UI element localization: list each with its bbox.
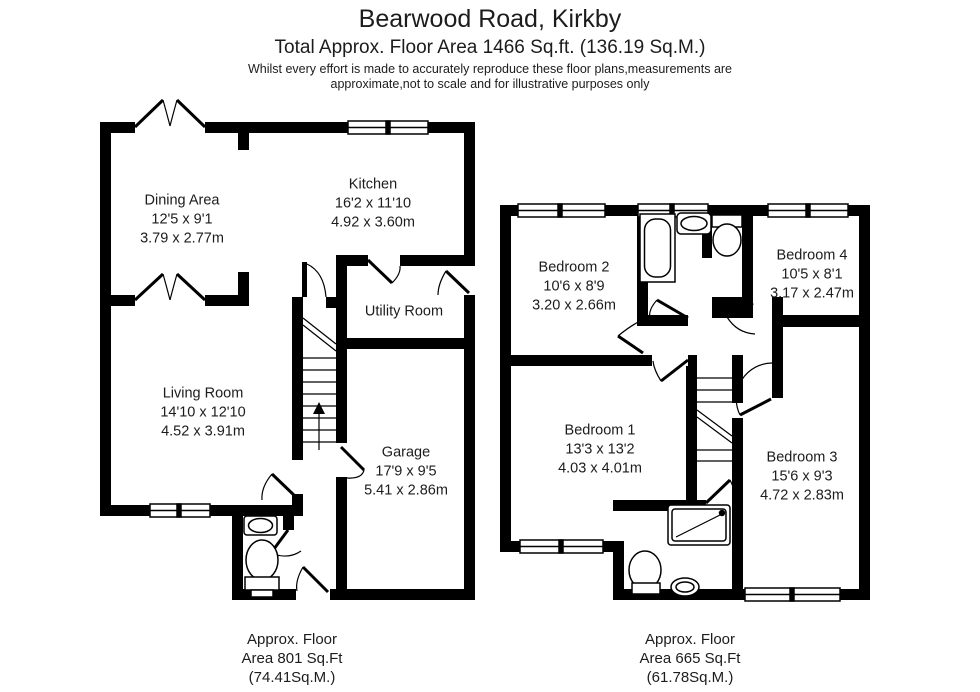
room-dims-m: 4.52 x 3.91m <box>161 423 245 440</box>
first-floor-walls <box>500 205 870 600</box>
room-name: Kitchen <box>348 176 398 193</box>
kitchen-utility-door-icon <box>366 258 401 285</box>
kitchen-window-icon <box>347 120 429 135</box>
bedroom1-door-icon <box>652 358 689 383</box>
ground-floor-caption: Approx. Floor Area 801 Sq.Ft (74.41Sq.M.… <box>242 630 343 687</box>
room-name: Bedroom 2 <box>538 259 610 276</box>
sink-icon <box>243 515 278 536</box>
room-name: Utility Room <box>364 303 444 320</box>
room-label-garage: Garage 17'9 x 9'5 5.41 x 2.86m <box>364 444 448 501</box>
stairs-up-arrow-icon <box>313 402 325 450</box>
sink-icon <box>670 577 700 597</box>
bedroom1-window-icon <box>519 539 604 554</box>
front-door-icon <box>296 565 330 594</box>
room-label-dining: Dining Area 12'5 x 9'1 3.79 x 2.77m <box>140 192 224 249</box>
room-dims-ft: 17'9 x 9'5 <box>375 463 437 480</box>
first-floor-doors <box>617 298 773 505</box>
room-label-bedroom4: Bedroom 4 10'5 x 8'1 3.17 x 2.47m <box>770 247 854 304</box>
bathtub-icon <box>639 213 676 283</box>
room-dims-ft: 13'3 x 13'2 <box>565 441 635 458</box>
room-name: Garage <box>381 444 431 461</box>
living-room-door-icon <box>261 472 299 501</box>
room-dims-ft: 10'5 x 8'1 <box>781 266 843 283</box>
bedroom2-window-icon <box>517 203 606 218</box>
toilet-icon <box>244 539 280 598</box>
room-label-utility: Utility Room <box>365 303 443 322</box>
caption-line: Approx. Floor <box>246 631 338 648</box>
french-doors-icon <box>133 272 207 302</box>
room-label-bedroom2: Bedroom 2 10'6 x 8'9 3.20 x 2.66m <box>532 259 616 316</box>
bathroom-door-icon <box>649 298 689 320</box>
room-label-kitchen: Kitchen 16'2 x 11'10 4.92 x 3.60m <box>331 176 415 233</box>
stairs-icon <box>302 317 337 450</box>
caption-line: Area 801 Sq.Ft <box>241 650 343 667</box>
ground-floor-windows <box>149 120 429 518</box>
room-dims-m: 3.17 x 2.47m <box>770 285 854 302</box>
first-floor-fixtures <box>628 212 743 597</box>
side-entrance-door-icon <box>437 269 471 296</box>
bedroom4-door-icon <box>726 301 756 335</box>
room-dims-m: 4.03 x 4.01m <box>558 460 642 477</box>
shower-icon <box>667 504 731 546</box>
toilet-icon <box>628 550 662 595</box>
caption-line: Area 665 Sq.Ft <box>639 650 741 667</box>
caption-line: (61.78Sq.M.) <box>646 669 734 686</box>
sink-icon <box>676 212 712 235</box>
room-dims-ft: 15'6 x 9'3 <box>771 468 833 485</box>
page-title: Bearwood Road, Kirkby <box>358 5 622 33</box>
ground-floor-fixtures <box>243 515 280 598</box>
bedroom3-door-icon <box>735 362 773 417</box>
room-dims-ft: 10'6 x 8'9 <box>543 278 605 295</box>
room-name: Living Room <box>162 385 244 402</box>
room-name: Bedroom 1 <box>564 422 636 439</box>
room-label-bedroom3: Bedroom 3 15'6 x 9'3 4.72 x 2.83m <box>760 449 844 506</box>
stairs-icon <box>696 377 733 462</box>
room-name: Dining Area <box>144 192 220 209</box>
hall-door-icon <box>302 262 327 298</box>
room-dims-m: 3.20 x 2.66m <box>532 297 616 314</box>
caption-line: (74.41Sq.M.) <box>248 669 336 686</box>
room-dims-m: 4.72 x 2.83m <box>760 487 844 504</box>
room-dims-ft: 14'10 x 12'10 <box>160 404 246 421</box>
room-label-living: Living Room 14'10 x 12'10 4.52 x 3.91m <box>160 385 245 442</box>
bedroom3-window-icon <box>744 587 841 602</box>
french-doors-icon <box>133 98 207 129</box>
shower-room-door-icon <box>704 478 736 505</box>
disclaimer-line-2: approximate,not to scale and for illustr… <box>330 77 650 91</box>
first-floor-caption: Approx. Floor Area 665 Sq.Ft (61.78Sq.M.… <box>640 630 741 687</box>
first-floor-plan <box>500 203 870 602</box>
room-dims-ft: 12'5 x 9'1 <box>151 211 213 228</box>
bedroom2-door-icon <box>617 319 644 355</box>
disclaimer: Whilst every effort is made to accuratel… <box>0 62 980 92</box>
room-label-bedroom1: Bedroom 1 13'3 x 13'2 4.03 x 4.01m <box>558 422 642 479</box>
room-name: Bedroom 3 <box>766 449 838 466</box>
room-dims-m: 4.92 x 3.60m <box>331 214 415 231</box>
total-floor-area: Total Approx. Floor Area 1466 Sq.ft. (13… <box>274 37 706 58</box>
room-name: Bedroom 4 <box>776 247 848 264</box>
ground-floor-plan <box>100 98 475 600</box>
room-dims-m: 5.41 x 2.86m <box>364 482 448 499</box>
living-room-window-icon <box>149 503 211 518</box>
disclaimer-line-1: Whilst every effort is made to accuratel… <box>247 62 733 76</box>
bedroom4-window-icon <box>767 203 849 218</box>
room-dims-m: 3.79 x 2.77m <box>140 230 224 247</box>
garage-door-icon <box>339 445 366 479</box>
toilet-icon <box>711 214 743 257</box>
room-dims-ft: 16'2 x 11'10 <box>334 195 412 212</box>
caption-line: Approx. Floor <box>644 631 736 648</box>
